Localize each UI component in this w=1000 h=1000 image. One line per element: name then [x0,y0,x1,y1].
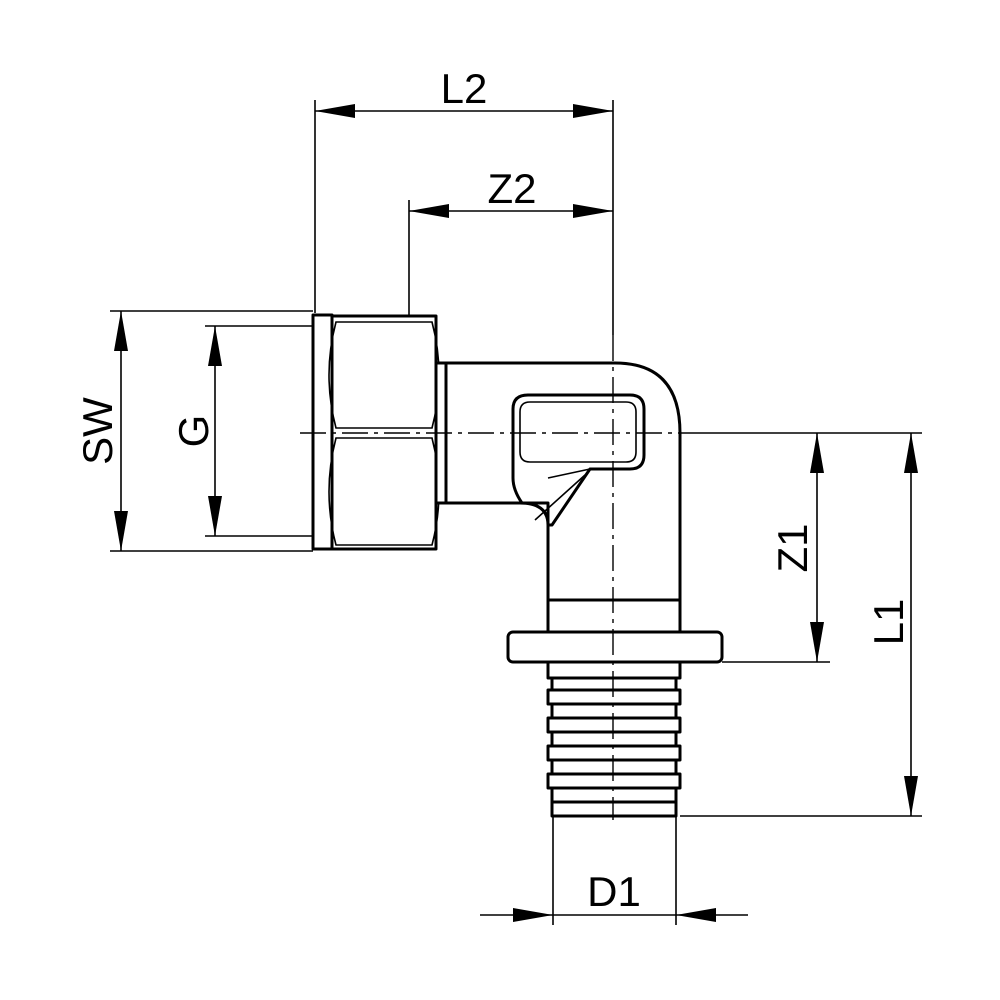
label-Z1: Z1 [769,523,816,572]
dimension-D1: D1 [480,868,748,922]
elbow-fitting [311,313,724,818]
label-L2: L2 [441,65,488,112]
dimension-SW: SW [74,311,128,551]
label-SW: SW [74,397,121,465]
nut-flange [311,313,334,551]
dimension-L1: L1 [865,433,918,816]
label-D1: D1 [587,868,641,915]
label-L1: L1 [865,599,912,646]
dimension-Z1: Z1 [769,433,824,662]
extension-lines [110,100,922,925]
barbed-insert [546,660,682,818]
mounting-lug [511,393,646,527]
lug-inner-window [519,401,637,463]
dimension-G: G [170,326,222,536]
dimension-Z2: Z2 [409,165,613,218]
press-flange [506,630,724,664]
lug-gusset [534,468,591,521]
label-G: G [170,415,217,448]
dimension-L2: L2 [315,65,613,118]
label-Z2: Z2 [487,165,536,212]
hex-nut-upper-face [328,321,440,429]
press-collar [546,598,682,634]
